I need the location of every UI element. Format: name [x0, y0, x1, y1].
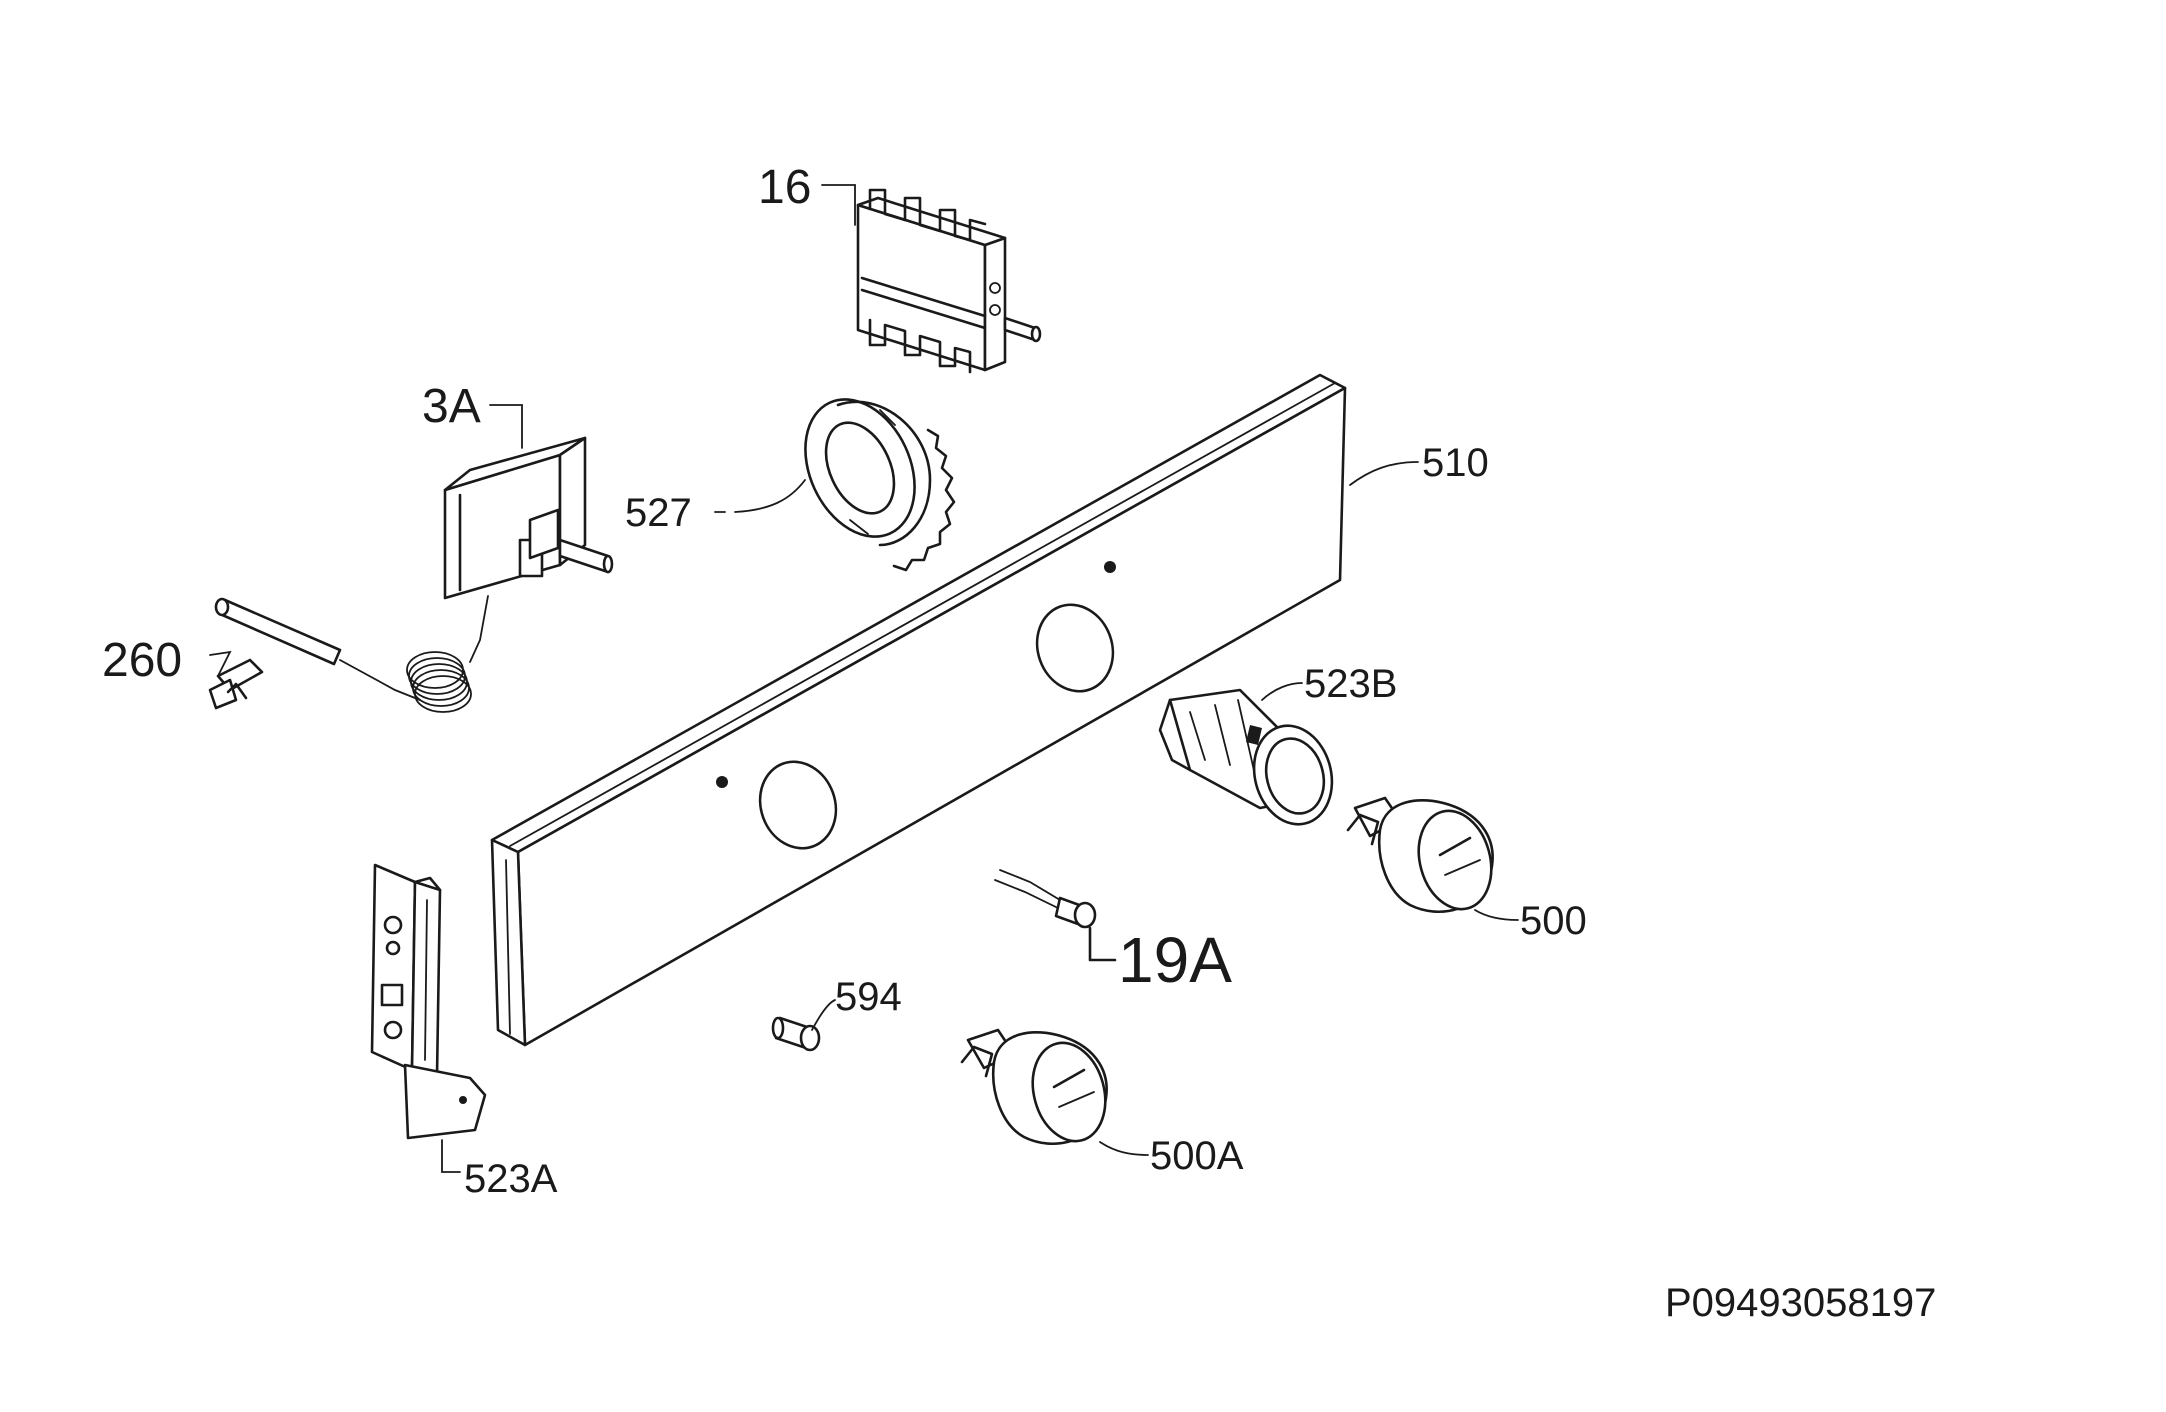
leader-523a	[441, 1139, 461, 1173]
part-16-selector-switch	[856, 188, 1042, 374]
part-19a-lamp	[994, 869, 1097, 929]
label-part-500: 500	[1520, 899, 1587, 943]
label-part-19a: 19A	[1118, 924, 1232, 996]
part-510-control-panel	[490, 373, 1347, 1047]
part-3a-thermostat	[214, 436, 614, 713]
label-part-523b: 523B	[1304, 662, 1397, 706]
drawing-code: P09493058197	[1665, 1281, 1936, 1325]
label-part-523a: 523A	[464, 1157, 558, 1201]
part-500-knob	[1346, 796, 1494, 913]
label-part-527: 527	[625, 491, 692, 535]
leader-500a	[1099, 1141, 1149, 1156]
leader-510	[1349, 461, 1419, 486]
part-labels: 16 3A 527 510 260 523B 500 19A 594 500A …	[102, 161, 1587, 1201]
leader-16	[821, 184, 856, 226]
label-part-3a: 3A	[422, 380, 481, 433]
leader-523b	[1261, 682, 1303, 701]
leader-lines	[209, 184, 1519, 1173]
part-500a-knob	[960, 1028, 1108, 1145]
label-part-500a: 500A	[1150, 1134, 1244, 1178]
part-527-gear-ring	[804, 398, 956, 572]
part-523a-bracket	[370, 863, 487, 1140]
label-part-260: 260	[102, 634, 182, 687]
leader-3a	[489, 404, 523, 449]
label-part-16: 16	[758, 161, 811, 214]
part-523b-bezel	[1158, 688, 1334, 826]
label-part-594: 594	[835, 975, 902, 1019]
part-260-clip	[208, 658, 264, 710]
leader-260	[209, 650, 232, 677]
leader-500	[1474, 909, 1519, 921]
label-part-510: 510	[1422, 441, 1489, 485]
leader-527	[714, 479, 806, 513]
leader-594	[811, 999, 836, 1031]
leader-19a	[1088, 926, 1117, 962]
part-594-lamp-holder	[771, 1016, 821, 1052]
